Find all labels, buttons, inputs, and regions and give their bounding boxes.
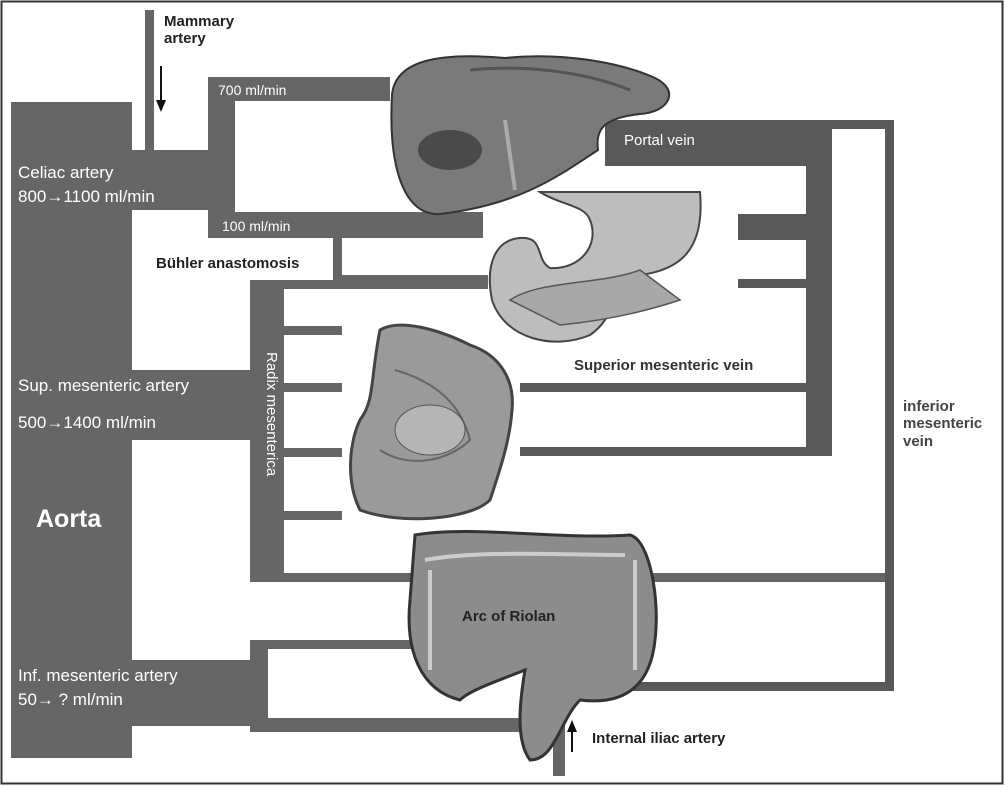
imv-bottom [610,682,894,691]
mammary-arrow-icon [156,66,166,112]
mammary-artery-label: Mammary artery [164,13,235,48]
ima-riser [250,640,268,732]
hepatic-artery-lower [208,212,483,238]
colon-illustration [407,529,658,762]
buhler-horizontal [333,275,488,284]
internal-iliac-artery-label: Internal iliac artery [592,730,726,747]
ima-vessel [11,660,251,726]
flow-100-label: 100 ml/min [222,218,291,234]
radix-mesenterica-vessel [250,280,284,582]
internal-iliac-arrow-icon [567,720,577,752]
jejunal-branch-2 [284,383,342,392]
inf-mesenteric-artery-label: Inf. mesenteric artery [18,666,178,685]
aorta-label: Aorta [36,505,102,533]
portal-vein-vessel [605,120,830,166]
gastric-vein [738,279,808,288]
radix-mesenterica-label: Radix mesenterica [263,352,280,477]
hepatic-artery-upper [208,77,390,101]
jejunal-branch-1 [284,326,342,335]
sup-mesenteric-flow-label: 500→1400 ml/min [18,413,156,432]
radix-top-branch [250,280,488,289]
inf-mesenteric-flow-label: 50→ ? ml/min [18,690,123,709]
celiac-flow-label: 800→1100 ml/min [18,187,155,206]
celiac-artery-vessel [11,150,235,210]
superior-mesenteric-vein-label: Superior mesenteric vein [574,357,754,374]
buhler-anastomosis-label: Bühler anastomosis [156,255,300,272]
imv-vessel [885,120,894,690]
sup-mesenteric-artery-label: Sup. mesenteric artery [18,376,190,395]
smv-branch-1 [520,383,808,392]
mammary-artery-vessel [145,10,154,152]
buhler-anastomosis-vessel [333,238,342,280]
portal-vein-label: Portal vein [624,132,695,149]
smv-trunk [806,120,832,456]
inferior-mesenteric-vein-label: inferior mesenteric vein [903,398,983,450]
imv-top [830,120,890,129]
flow-700-label: 700 ml/min [218,82,287,98]
ima-lower-branch [250,718,560,732]
stomach-pancreas-illustration [488,191,702,343]
celiac-artery-label: Celiac artery [18,163,114,182]
jejunal-branch-4 [284,511,342,520]
sma-vessel [11,370,251,440]
small-intestine-illustration [349,323,514,521]
splenic-vein [738,214,808,240]
liver-illustration [390,55,671,216]
venous-system [520,120,894,691]
arc-of-riolan-label: Arc of Riolan [462,608,556,625]
smv-branch-2 [520,447,808,456]
jejunal-branch-3 [284,448,342,457]
